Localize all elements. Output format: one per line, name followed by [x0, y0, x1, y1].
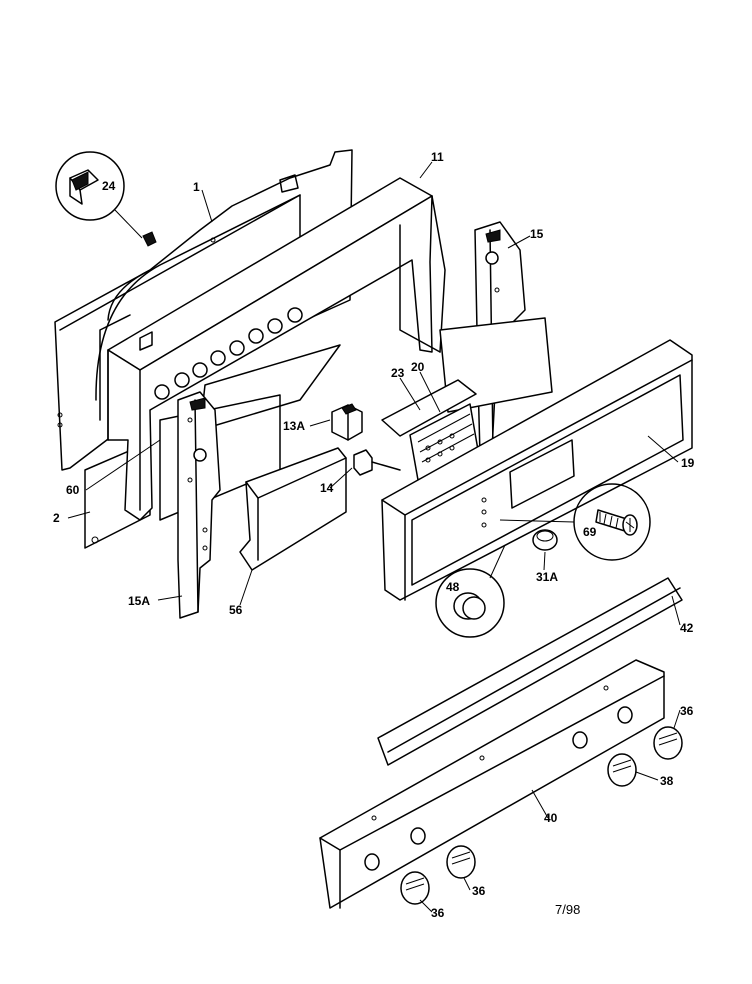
control-knob [400, 871, 430, 905]
callout-15: 15 [530, 227, 544, 241]
callout-19: 19 [681, 456, 695, 470]
callout-36-upper: 36 [680, 704, 694, 718]
knob-panel [319, 659, 665, 909]
trim-strip [377, 577, 683, 766]
callout-1: 1 [193, 180, 200, 194]
control-knob [446, 845, 476, 879]
control-panel-console [381, 339, 693, 601]
callout-69: 69 [583, 525, 597, 539]
callout-23: 23 [391, 366, 405, 380]
callout-13a: 13A [283, 419, 305, 433]
switch [353, 449, 401, 476]
callout-2: 2 [53, 511, 60, 525]
callout-31a: 31A [536, 570, 558, 584]
callout-38: 38 [660, 774, 674, 788]
control-knob [653, 726, 683, 760]
date-code: 7/98 [555, 902, 580, 917]
clock-timer-assembly [381, 379, 479, 481]
callout-36-lower: 36 [431, 906, 445, 920]
button-cap [532, 529, 558, 551]
callout-40: 40 [544, 811, 558, 825]
callout-11: 11 [431, 150, 444, 164]
callout-14: 14 [320, 481, 334, 495]
control-knob [607, 753, 637, 787]
callout-labels: 24 1 11 15 23 20 13A 14 19 60 2 69 31A 4… [53, 150, 695, 920]
detail-inset-button [435, 544, 506, 638]
control-frame [107, 177, 446, 521]
callout-15a: 15A [128, 594, 150, 608]
callout-56: 56 [229, 603, 243, 617]
leader-lines [67, 161, 681, 913]
side-bracket-left [177, 391, 221, 619]
callout-60: 60 [66, 483, 80, 497]
detail-inset-rocker-switch [55, 151, 157, 247]
callout-24: 24 [102, 179, 116, 193]
relay [331, 403, 363, 441]
callout-42: 42 [680, 621, 694, 635]
callout-36-middle: 36 [472, 884, 486, 898]
callout-48: 48 [446, 580, 460, 594]
detail-inset-screw [499, 483, 651, 561]
heat-shield [239, 447, 347, 571]
callout-20: 20 [411, 360, 425, 374]
